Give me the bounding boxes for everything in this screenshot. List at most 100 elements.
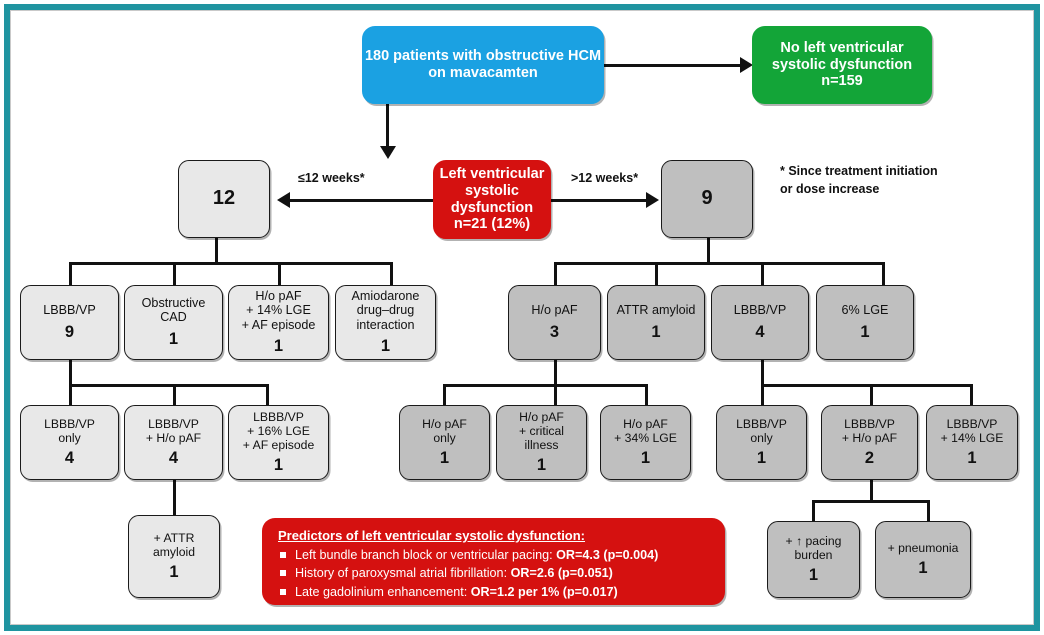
inner-frame-border bbox=[10, 10, 1034, 625]
connector-early-drop-4 bbox=[390, 262, 393, 286]
connector-cohort-to-lvsd bbox=[386, 104, 389, 152]
connector-late-drop-2 bbox=[655, 262, 658, 286]
node-early-4-count: 1 bbox=[380, 337, 391, 356]
node-late-1-label: H/o pAF bbox=[531, 303, 578, 318]
node-late-3-count: 4 bbox=[755, 322, 765, 341]
arrowhead-lvsd-to-early bbox=[277, 192, 290, 208]
connector-late-drop-3 bbox=[761, 262, 764, 286]
node-late-1[interactable]: H/o pAF 3 bbox=[508, 285, 601, 360]
node-late-3b-label: LBBB/VP + H/o pAF bbox=[841, 416, 898, 445]
node-late-1b-label: H/o pAF + critical illness bbox=[518, 409, 565, 452]
node-early-2[interactable]: Obstructive CAD 1 bbox=[124, 285, 223, 360]
node-early-1b-label: LBBB/VP + H/o pAF bbox=[145, 416, 202, 445]
node-early-1[interactable]: LBBB/VP 9 bbox=[20, 285, 119, 360]
predictor-stat: OR=4.3 (p=0.004) bbox=[556, 548, 659, 562]
node-late-1c-count: 1 bbox=[640, 449, 651, 468]
node-late-total[interactable]: 9 bbox=[661, 160, 753, 238]
node-early-1b-count: 4 bbox=[168, 449, 179, 468]
connector-early-drop-2 bbox=[173, 262, 176, 286]
node-early-1c[interactable]: LBBB/VP + 16% LGE + AF episode 1 bbox=[228, 405, 329, 480]
node-early-1a[interactable]: LBBB/VP only 4 bbox=[20, 405, 119, 480]
predictor-text: History of paroxysmal atrial fibrillatio… bbox=[295, 566, 511, 581]
node-late-1b[interactable]: H/o pAF + critical illness 1 bbox=[496, 405, 587, 480]
node-early-1b-1-label: + ATTR amyloid bbox=[153, 530, 195, 559]
node-early-3[interactable]: H/o pAF + 14% LGE + AF episode 1 bbox=[228, 285, 329, 360]
node-late-3[interactable]: LBBB/VP 4 bbox=[711, 285, 809, 360]
node-early-4[interactable]: Amiodarone drug–drug interaction 1 bbox=[335, 285, 436, 360]
connector-late3-bus bbox=[761, 384, 973, 387]
node-late-3b-1-count: 1 bbox=[808, 566, 819, 585]
node-cohort-label: 180 patients with obstructive HCM on mav… bbox=[364, 48, 602, 81]
node-lvsd-label: Left ventricular systolic dysfunction n=… bbox=[439, 165, 545, 233]
node-late-1a-count: 1 bbox=[439, 449, 450, 468]
node-late-3b-1-label: + ↑ pacing burden bbox=[785, 533, 842, 562]
predictors-panel: Predictors of left ventricular systolic … bbox=[262, 518, 725, 605]
node-late-3c-label: LBBB/VP + 14% LGE bbox=[940, 416, 1004, 445]
node-late-3b-2[interactable]: + pneumonia 1 bbox=[875, 521, 971, 598]
predictor-stat: OR=2.6 (p=0.051) bbox=[510, 566, 613, 581]
node-late-3c-count: 1 bbox=[967, 449, 977, 468]
node-early-1c-count: 1 bbox=[273, 456, 284, 475]
predictors-title: Predictors of left ventricular systolic … bbox=[278, 528, 586, 543]
connector-cohort-to-no-lvsd bbox=[604, 64, 744, 67]
predictor-item: Late gadolinium enhancement: OR=1.2 per … bbox=[278, 583, 711, 601]
node-late-1c[interactable]: H/o pAF + 34% LGE 1 bbox=[600, 405, 691, 480]
node-late-3b-1[interactable]: + ↑ pacing burden 1 bbox=[767, 521, 860, 598]
connector-late3b-bus bbox=[813, 500, 930, 503]
node-early-1c-label: LBBB/VP + 16% LGE + AF episode bbox=[242, 409, 315, 452]
connector-lvsd-to-early bbox=[283, 199, 433, 202]
connector-early1-drop-2 bbox=[173, 384, 176, 406]
node-early-3-label: H/o pAF + 14% LGE + AF episode bbox=[241, 288, 316, 332]
connector-early-stem bbox=[215, 237, 218, 264]
node-late-3a-count: 1 bbox=[756, 449, 767, 468]
node-late-1b-count: 1 bbox=[536, 456, 547, 475]
node-late-1a-label: H/o pAF only bbox=[422, 416, 467, 445]
connector-late1-stem bbox=[554, 360, 557, 386]
connector-early-drop-3 bbox=[278, 262, 281, 286]
connector-late3-stem bbox=[761, 360, 764, 386]
node-cohort[interactable]: 180 patients with obstructive HCM on mav… bbox=[362, 26, 604, 104]
node-late-1a[interactable]: H/o pAF only 1 bbox=[399, 405, 490, 480]
node-early-1b-1[interactable]: + ATTR amyloid 1 bbox=[128, 515, 220, 598]
teal-frame-border bbox=[4, 4, 1040, 631]
node-late-4-count: 1 bbox=[860, 322, 870, 341]
predictor-text: Left bundle branch block or ventricular … bbox=[295, 548, 557, 562]
connector-late-drop-1 bbox=[554, 262, 557, 286]
connector-early1b-to-attr bbox=[173, 480, 176, 515]
edge-label-late: >12 weeks* bbox=[569, 171, 641, 185]
node-late-3b[interactable]: LBBB/VP + H/o pAF 2 bbox=[821, 405, 918, 480]
node-late-2-label: ATTR amyloid bbox=[616, 303, 696, 318]
node-late-4[interactable]: 6% LGE 1 bbox=[816, 285, 914, 360]
connector-early1-drop-1 bbox=[69, 384, 72, 406]
node-early-1a-count: 4 bbox=[64, 449, 75, 468]
node-late-2-count: 1 bbox=[651, 322, 661, 341]
node-early-1b-1-count: 1 bbox=[169, 563, 179, 582]
node-early-total-count: 12 bbox=[212, 187, 236, 210]
connector-late1-bus bbox=[444, 384, 648, 387]
predictors-list: Left bundle branch block or ventricular … bbox=[278, 546, 711, 601]
connector-late-drop-4 bbox=[882, 262, 885, 286]
connector-early-drop-1 bbox=[69, 262, 72, 286]
node-late-3b-2-label: + pneumonia bbox=[887, 540, 959, 555]
connector-early1-bus bbox=[69, 384, 269, 387]
arrowhead-lvsd-to-late bbox=[646, 192, 659, 208]
node-early-2-count: 1 bbox=[168, 330, 179, 349]
node-late-3a-label: LBBB/VP only bbox=[736, 416, 787, 445]
node-early-1-count: 9 bbox=[64, 322, 75, 341]
node-no-lvsd[interactable]: No left ventricular systolic dysfunction… bbox=[752, 26, 932, 104]
node-late-2[interactable]: ATTR amyloid 1 bbox=[607, 285, 705, 360]
node-late-3c[interactable]: LBBB/VP + 14% LGE 1 bbox=[926, 405, 1018, 480]
node-late-3a[interactable]: LBBB/VP only 1 bbox=[716, 405, 807, 480]
connector-late1-drop-3 bbox=[645, 384, 648, 406]
connector-late3b-stem bbox=[870, 480, 873, 502]
connector-late1-drop-2 bbox=[554, 384, 557, 406]
connector-late3-drop-3 bbox=[970, 384, 973, 406]
connector-lvsd-to-late bbox=[551, 199, 650, 202]
node-early-total[interactable]: 12 bbox=[178, 160, 270, 238]
connector-late1-drop-1 bbox=[443, 384, 446, 406]
node-early-1b[interactable]: LBBB/VP + H/o pAF 4 bbox=[124, 405, 223, 480]
node-lvsd[interactable]: Left ventricular systolic dysfunction n=… bbox=[433, 160, 551, 239]
predictor-item: History of paroxysmal atrial fibrillatio… bbox=[278, 564, 711, 582]
connector-early1-drop-3 bbox=[266, 384, 269, 406]
